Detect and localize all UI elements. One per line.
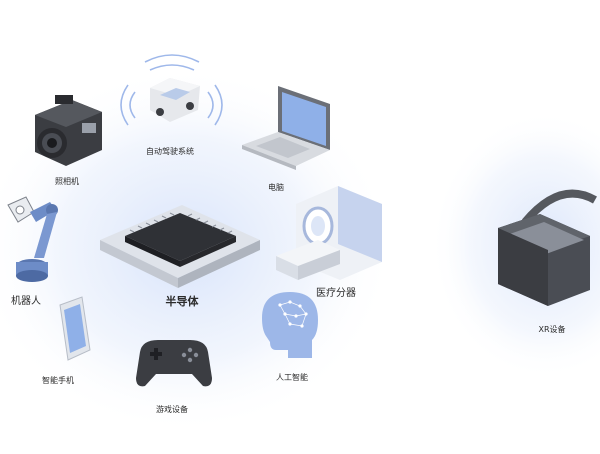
label-autonomous-driving: 自动驾驶系统 [146,146,194,156]
label-xr-device: XR设备 [538,324,565,334]
label-semiconductor: 半导体 [166,294,200,308]
robot-arm-icon [7,196,58,282]
laptop-icon [242,86,330,170]
label-robot: 机器人 [11,294,41,307]
label-artificial-intelligence: 人工智能 [276,372,308,382]
label-smartphone: 智能手机 [42,375,74,385]
label-computer: 电脑 [268,182,284,192]
camera-icon [35,95,102,166]
label-medical-equipment: 医疗分器 [316,286,356,299]
semiconductor-chip-icon [100,205,260,288]
label-game-device: 游戏设备 [156,404,188,414]
label-camera: 照相机 [55,176,79,186]
ct-scanner-icon [276,186,382,280]
gamepad-icon [136,340,212,387]
vr-headset-icon [498,189,597,306]
autonomous-car-icon [120,54,223,126]
smartphone-icon [59,296,91,361]
ai-head-icon [262,292,318,358]
